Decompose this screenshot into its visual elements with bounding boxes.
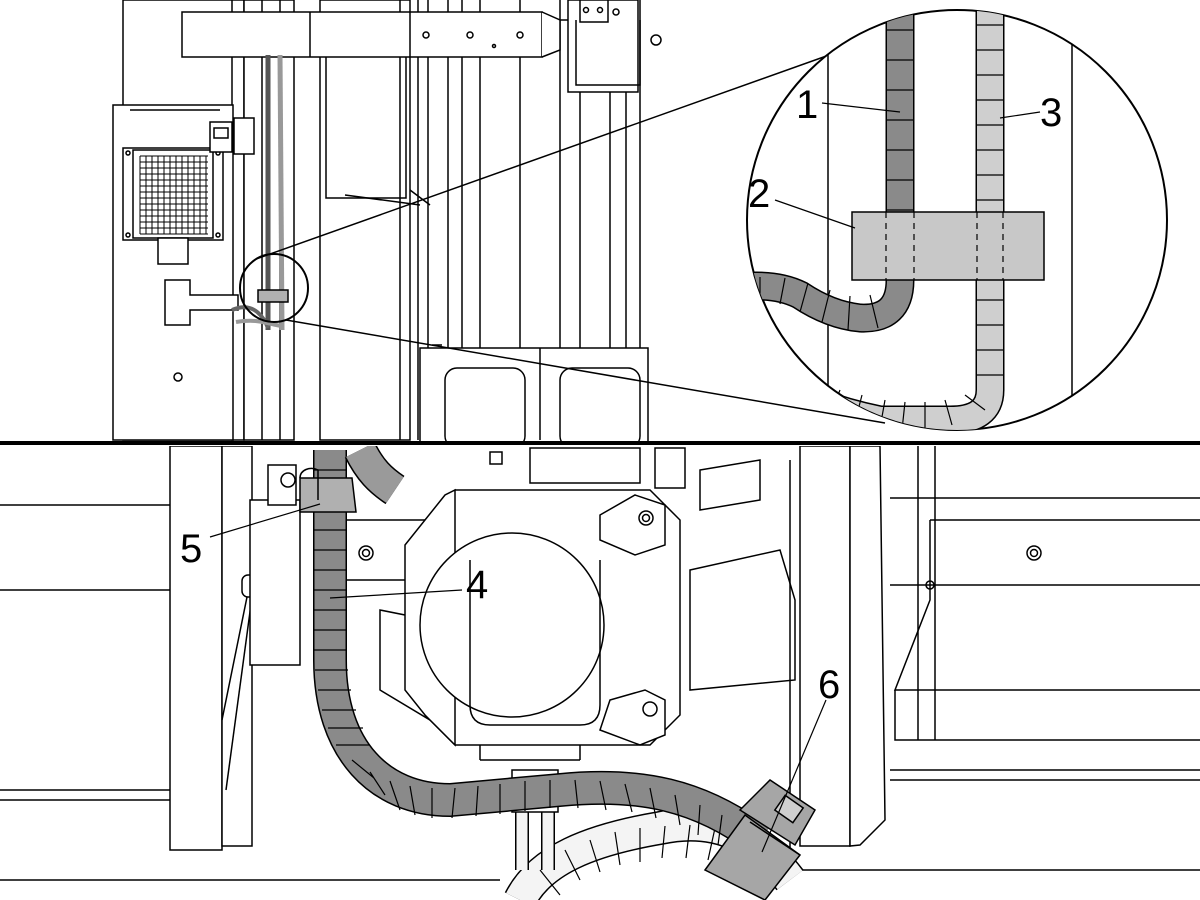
cable-clamp-5: [299, 467, 357, 513]
callout-3: 3: [1040, 91, 1062, 135]
dark-cable-1: [747, 10, 915, 333]
cable-gland-6: [703, 779, 816, 900]
leader-5: [209, 503, 321, 538]
stepper-motor: [404, 488, 681, 761]
callout-2: 2: [748, 172, 770, 216]
leader-2: [774, 199, 856, 229]
top-view: [112, 0, 1168, 442]
machine-frame: [122, 0, 641, 441]
zoom-connector-lower: [285, 319, 886, 424]
bottom-view: [0, 446, 1200, 900]
lower-housing: [419, 344, 649, 442]
cable-run-small: [231, 54, 289, 331]
view-divider: [0, 441, 1200, 445]
cable-tie-2: [851, 211, 1045, 281]
detail-source-circle: [239, 253, 309, 323]
callout-1: 1: [796, 83, 818, 127]
leader-1: [821, 102, 901, 113]
leader-4: [329, 589, 463, 599]
callout-4: 4: [466, 563, 488, 607]
callout-6: 6: [818, 663, 840, 707]
upper-crossbar: [181, 11, 561, 58]
zoom-connector-upper: [255, 53, 833, 260]
zoom-detail: [746, 9, 1168, 431]
upper-right-bracket: [560, 0, 662, 93]
leader-6: [761, 699, 827, 853]
frame-rails: [0, 497, 1200, 881]
side-panel: [112, 104, 255, 441]
left-post: [169, 446, 301, 851]
callout-5: 5: [180, 527, 202, 571]
leader-3: [999, 111, 1041, 119]
dark-cable-4: [313, 446, 771, 854]
right-post: [789, 446, 936, 850]
